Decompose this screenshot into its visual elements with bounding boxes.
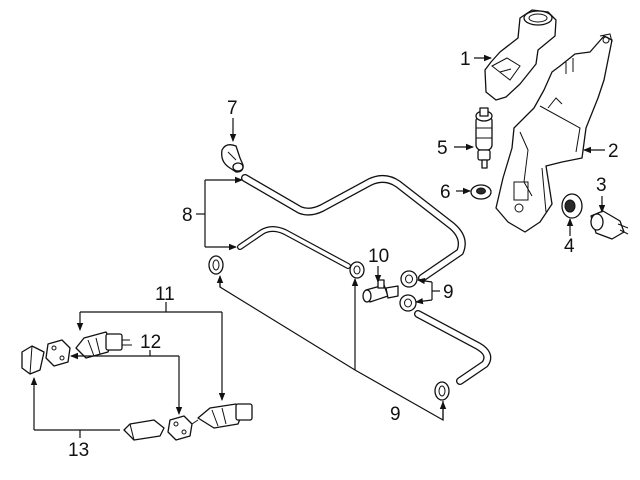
callout-13: 13 (68, 440, 89, 461)
callout-8: 8 (182, 205, 193, 226)
callout-10: 10 (368, 246, 389, 267)
hose-clamp-center (349, 261, 365, 279)
hose-clamp-lower-right (399, 294, 417, 312)
nozzle-cover-lower (123, 419, 165, 441)
hose-right-lower (414, 310, 492, 385)
washer-nozzle-upper (75, 331, 132, 359)
callout-5: 5 (437, 138, 448, 159)
reservoir-filler-neck (484, 9, 557, 101)
callout-1: 1 (460, 49, 471, 70)
callout-2: 2 (608, 141, 619, 162)
callout-6: 6 (440, 182, 451, 203)
hose-clamp-upper-right (400, 270, 418, 288)
callout-4: 4 (564, 236, 575, 257)
callout-12: 12 (140, 332, 161, 353)
hose-clamp-left (208, 255, 224, 275)
callout-11: 11 (155, 284, 175, 305)
nozzle-bracket-lower (167, 415, 193, 441)
washer-pump (475, 107, 493, 169)
hose-clamp-bottom (434, 381, 450, 401)
washer-nozzle-lower (191, 403, 253, 429)
callout-7: 7 (227, 98, 238, 119)
pump-seal (470, 184, 492, 200)
hose-connector (362, 279, 399, 303)
washer-fluid-reservoir (495, 33, 613, 233)
hose-main-upper (241, 174, 466, 282)
nozzle-bracket-upper (45, 339, 71, 367)
pump-grommet (561, 193, 583, 219)
callout-3: 3 (596, 175, 607, 196)
hose-main-lower (237, 226, 351, 269)
leader-lines (30, 54, 606, 438)
callout-9-lower: 9 (390, 404, 401, 425)
hose-elbow-connector (221, 144, 244, 173)
callout-9-upper: 9 (443, 282, 454, 303)
fluid-level-sensor (590, 210, 629, 240)
nozzle-cover-upper (21, 345, 45, 375)
callout-labels: 1 2 3 4 5 6 7 8 9 9 10 11 12 13 (68, 49, 619, 461)
